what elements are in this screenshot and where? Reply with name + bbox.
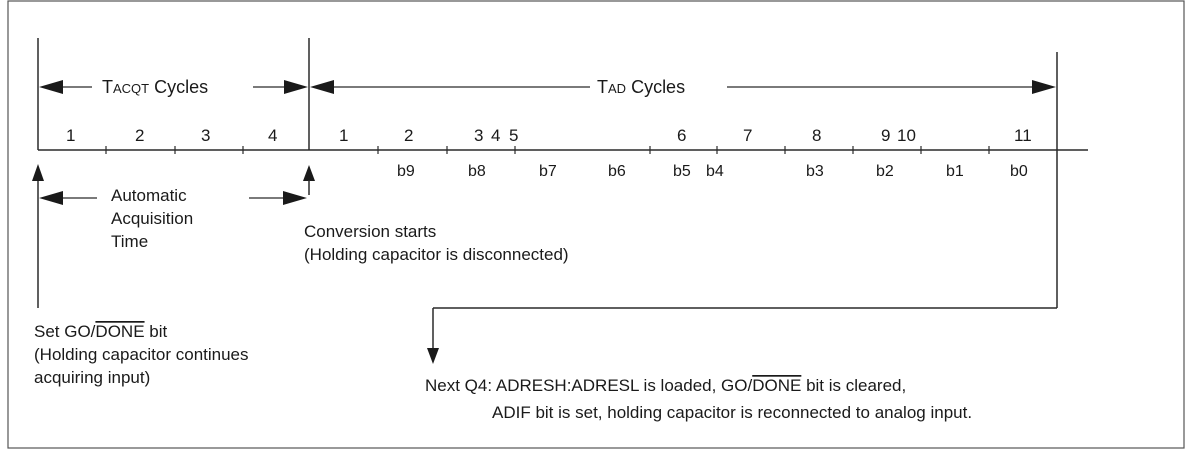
tad-arrow-left-head: [310, 80, 334, 94]
tad-cycle-11: 11: [1014, 126, 1032, 145]
auto-acq-line-1: Automatic: [111, 186, 187, 205]
tacq-cycle-4: 4: [268, 126, 277, 145]
bit-b0: b0: [1010, 163, 1028, 180]
bit-b8: b8: [468, 163, 486, 180]
tad-label-sub: AD: [608, 81, 626, 96]
diagram-frame: [7, 0, 1185, 449]
tad-cycle-9: 9: [881, 126, 890, 145]
tad-cycle-7: 7: [743, 126, 752, 145]
conversion-arrow-head: [303, 165, 315, 181]
tacq-label-tail: Cycles: [149, 77, 208, 97]
tacq-label-main: T: [102, 77, 113, 97]
auto-acq-arrow-right-head: [283, 191, 307, 205]
set-go-prefix: Set GO/: [34, 322, 96, 341]
set-go-line-1: Set GO/DONE bit: [34, 322, 168, 341]
bit-b6: b6: [608, 163, 626, 180]
bit-b1: b1: [946, 163, 964, 180]
tacq-arrow-left-head: [39, 80, 63, 94]
tacq-cycle-3: 3: [201, 126, 210, 145]
auto-acq-line-3: Time: [111, 232, 148, 251]
conversion-line-1: Conversion starts: [304, 222, 436, 241]
axis-ticks: [105, 146, 990, 154]
set-go-line-3: acquiring input): [34, 368, 150, 387]
bit-b3: b3: [806, 163, 824, 180]
tad-cycle-5: 5: [509, 126, 518, 145]
tacq-cycle-1: 1: [66, 126, 75, 145]
tad-label-main: T: [597, 77, 608, 97]
tad-cycle-6: 6: [677, 126, 686, 145]
set-go-arrow-head: [32, 164, 44, 181]
bit-b2: b2: [876, 163, 894, 180]
tacq-label-sub: ACQT: [113, 81, 149, 96]
tad-label-tail: Cycles: [626, 77, 685, 97]
next-q4-suffix: bit is cleared,: [801, 376, 906, 395]
tad-cycle-1: 1: [339, 126, 348, 145]
set-go-done-overline: DONE: [95, 322, 144, 341]
conversion-line-2: (Holding capacitor is disconnected): [304, 245, 569, 264]
tad-arrow-right-head: [1032, 80, 1056, 94]
next-q4-line-2: ADIF bit is set, holding capacitor is re…: [492, 403, 972, 422]
tad-cycle-2: 2: [404, 126, 413, 145]
tad-cycle-4: 4: [491, 126, 500, 145]
tad-label: TAD Cycles: [597, 77, 685, 97]
next-q4-line-1: Next Q4: ADRESH:ADRESL is loaded, GO/DON…: [425, 376, 906, 395]
set-go-line-2: (Holding capacitor continues: [34, 345, 249, 364]
tad-cycle-8: 8: [812, 126, 821, 145]
tad-cycle-3: 3: [474, 126, 483, 145]
tacq-label: TACQT Cycles: [102, 77, 208, 97]
bit-b4: b4: [706, 163, 724, 180]
auto-acq-arrow-left-head: [39, 191, 63, 205]
next-q4-prefix: Next Q4: ADRESH:ADRESL is loaded, GO/: [425, 376, 752, 395]
auto-acq-line-2: Acquisition: [111, 209, 193, 228]
tacq-arrow-right-head: [284, 80, 308, 94]
bit-b9: b9: [397, 163, 415, 180]
set-go-suffix: bit: [145, 322, 168, 341]
tacq-cycle-2: 2: [135, 126, 144, 145]
bit-b5: b5: [673, 163, 691, 180]
tad-cycle-10: 10: [897, 126, 916, 145]
next-q4-arrow-head: [427, 348, 439, 364]
bit-b7: b7: [539, 163, 557, 180]
next-q4-done-overline: DONE: [752, 376, 801, 395]
